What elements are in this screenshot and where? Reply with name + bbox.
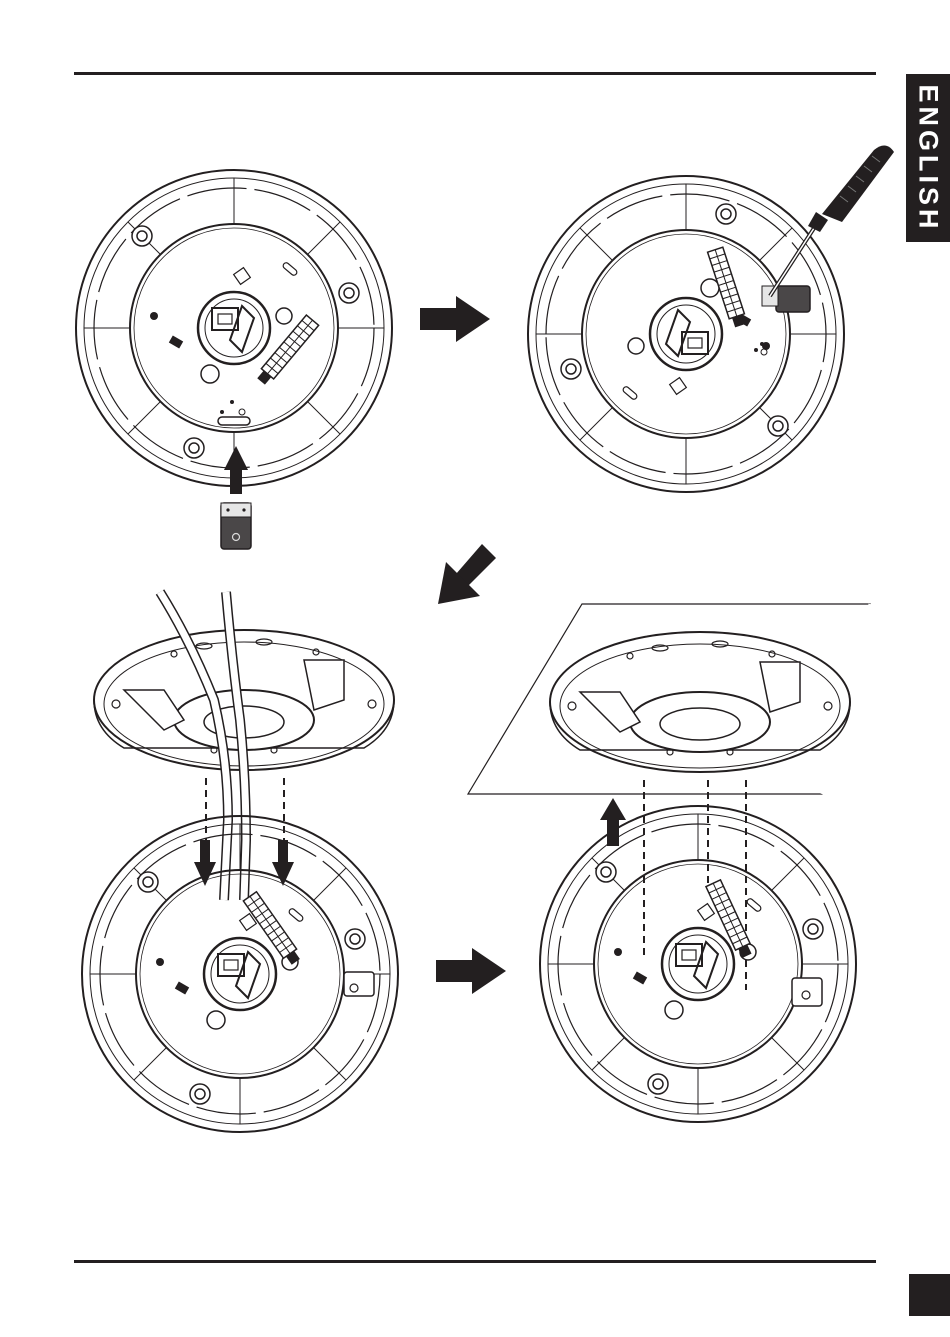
next-step-arrow-icon-2	[436, 948, 506, 994]
diagonal-arrow-icon	[438, 544, 496, 604]
step-1-pin-dots	[220, 400, 245, 415]
step-4-figure	[468, 604, 870, 1122]
next-step-arrow-icon	[420, 296, 490, 342]
page-number-tab	[909, 1274, 950, 1316]
bracket-icon-2	[792, 978, 822, 1006]
lift-up-arrow-icon	[600, 798, 626, 846]
mount-bracket-icon	[221, 503, 251, 549]
step-3-figure	[82, 592, 398, 1132]
step-1-figure	[76, 170, 392, 549]
installed-bracket-icon	[776, 286, 810, 312]
footer-rule	[74, 1260, 876, 1263]
bracket-icon	[344, 972, 374, 996]
step-2-figure	[528, 145, 894, 492]
